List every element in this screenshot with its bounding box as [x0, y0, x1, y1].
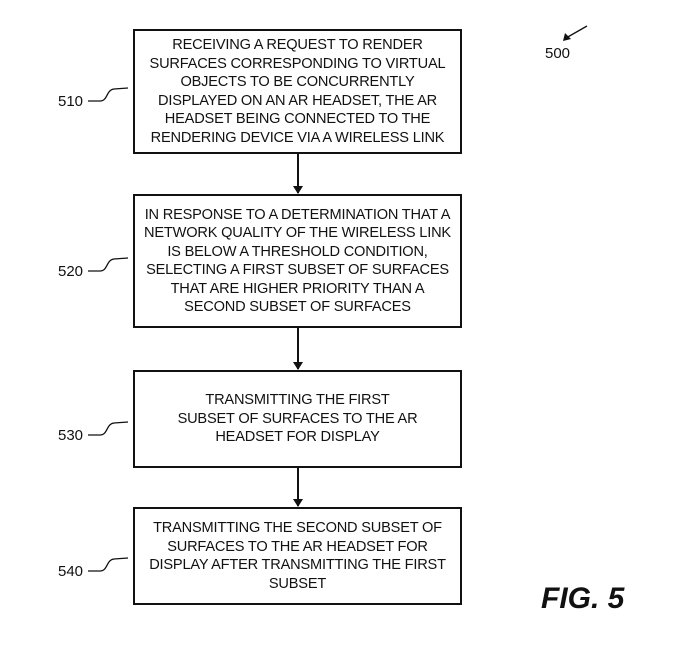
step-540-text: TRANSMITTING THE SECOND SUBSET OF SURFAC…: [149, 520, 446, 592]
step-530-text: TRANSMITTING THE FIRST SUBSET OF SURFACE…: [177, 392, 418, 446]
leader-540: [88, 557, 129, 572]
leader-510: [88, 87, 129, 102]
figure-ref-arrowhead: [563, 33, 571, 41]
figure-ref-arrow: [565, 25, 588, 39]
leader-lines: [88, 25, 588, 572]
leader-530: [88, 421, 129, 436]
step-520-ref: 520: [58, 263, 84, 280]
step-520-text: IN RESPONSE TO A DETERMINATION THAT A NE…: [144, 206, 451, 316]
step-510-ref: 510: [58, 93, 84, 110]
figure-ref-number: 500: [545, 45, 571, 62]
step-510-text: RECEIVING A REQUEST TO RENDER SURFACES C…: [149, 37, 446, 146]
step-530-box: TRANSMITTING THE FIRST SUBSET OF SURFACE…: [133, 370, 462, 468]
step-530-ref: 530: [58, 427, 84, 444]
step-540-box: TRANSMITTING THE SECOND SUBSET OF SURFAC…: [133, 507, 462, 605]
step-510-box: RECEIVING A REQUEST TO RENDER SURFACES C…: [133, 29, 462, 154]
step-520-box: IN RESPONSE TO A DETERMINATION THAT A NE…: [133, 194, 462, 328]
leader-520: [88, 257, 129, 272]
step-540-ref: 540: [58, 563, 84, 580]
figure-label: FIG. 5: [541, 582, 625, 615]
